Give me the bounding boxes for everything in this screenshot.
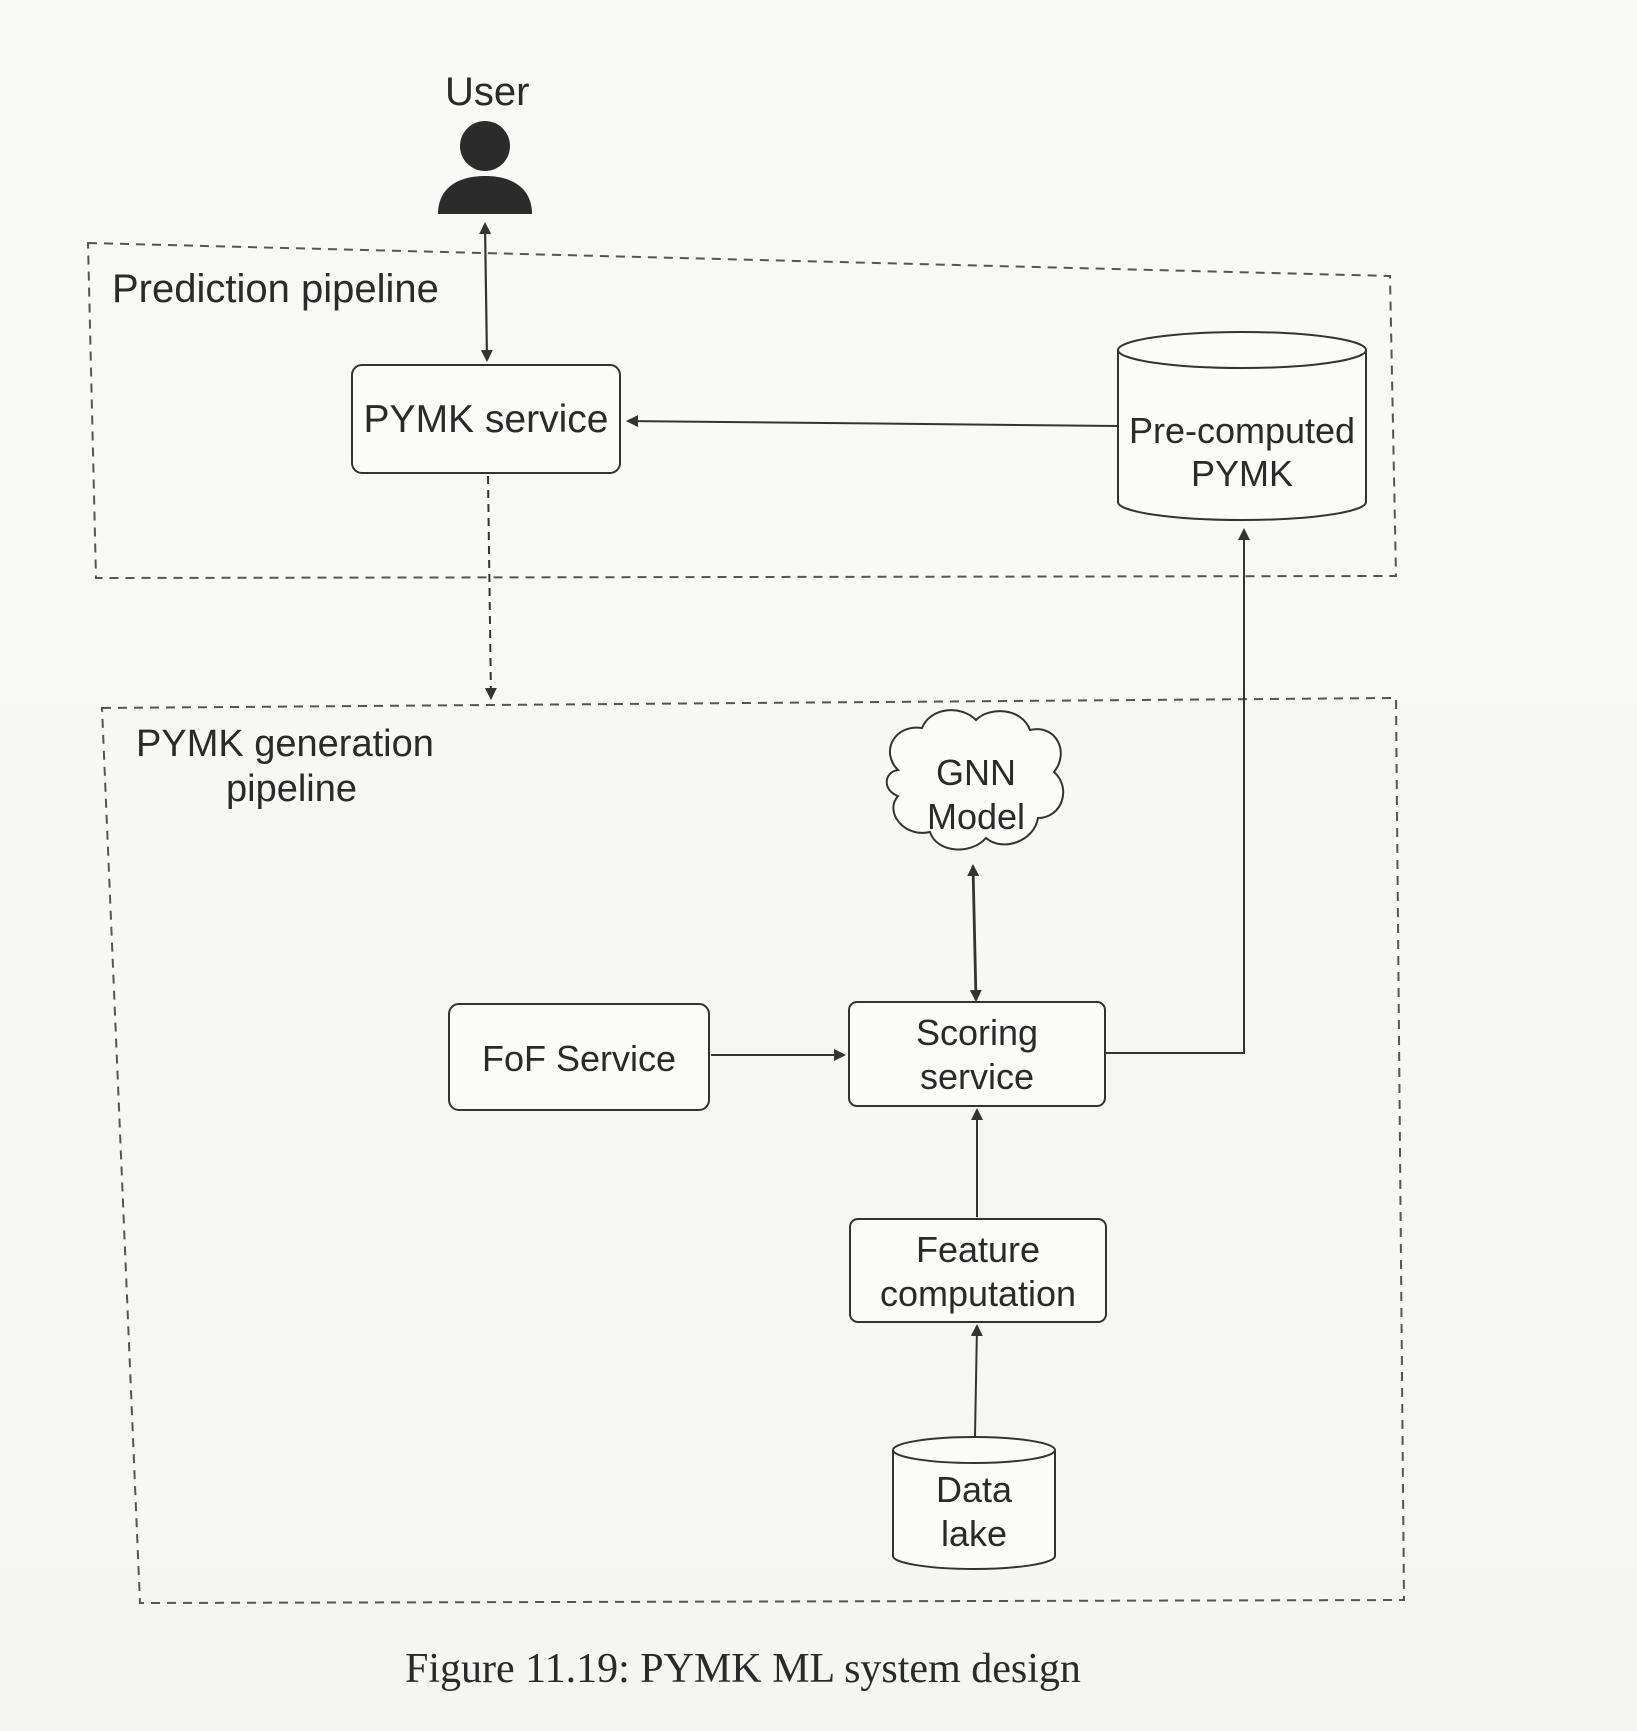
pymk-service-label: PYMK service bbox=[363, 398, 609, 441]
feature-computation-box bbox=[849, 1218, 1107, 1323]
scoring-service-box bbox=[848, 1001, 1106, 1107]
fof-service-box bbox=[448, 1003, 710, 1111]
generation-pipeline-boundary bbox=[100, 696, 1406, 1605]
prediction-pipeline-boundary bbox=[86, 241, 1398, 580]
data-lake-label-line2: lake bbox=[940, 1513, 1008, 1554]
scoring-service-label-line1: Scoring bbox=[915, 1012, 1039, 1053]
scoring-service-label-line2: service bbox=[919, 1056, 1035, 1097]
precomputed-label-line2: PYMK bbox=[1190, 453, 1294, 494]
generation-pipeline-title-line2: pipeline bbox=[226, 768, 357, 810]
user-label: User bbox=[445, 70, 530, 114]
user-icon bbox=[438, 121, 532, 214]
prediction-pipeline-title: Prediction pipeline bbox=[112, 267, 439, 311]
feature-computation-label-line1: Feature bbox=[915, 1229, 1041, 1270]
precomputed-label-line1: Pre-computed bbox=[1128, 410, 1356, 451]
data-lake-cylinder bbox=[892, 1436, 1056, 1570]
pymk-service-box bbox=[351, 364, 621, 474]
feature-computation-label-line2: computation bbox=[879, 1273, 1077, 1314]
service-to-generation-dashed-arrow bbox=[484, 475, 497, 700]
fof-service-label: FoF Service bbox=[481, 1038, 677, 1079]
figure-caption: Figure 11.19: PYMK ML system design bbox=[405, 1646, 1081, 1692]
gnn-label-line1: GNN bbox=[936, 752, 1016, 793]
gnn-scoring-arrow bbox=[967, 864, 982, 1002]
scoring-to-precomputed-arrow bbox=[1106, 528, 1250, 1054]
precomputed-pymk-cylinder bbox=[1117, 331, 1367, 521]
precomputed-to-service-arrow bbox=[626, 415, 1119, 428]
datalake-to-feature-arrow bbox=[970, 1324, 983, 1437]
user-pymk-arrow bbox=[479, 222, 493, 362]
gnn-model-cloud bbox=[885, 709, 1065, 851]
data-lake-label-line1: Data bbox=[935, 1469, 1013, 1510]
generation-pipeline-title-line1: PYMK generation bbox=[136, 723, 434, 765]
gnn-label-line2: Model bbox=[926, 796, 1026, 837]
